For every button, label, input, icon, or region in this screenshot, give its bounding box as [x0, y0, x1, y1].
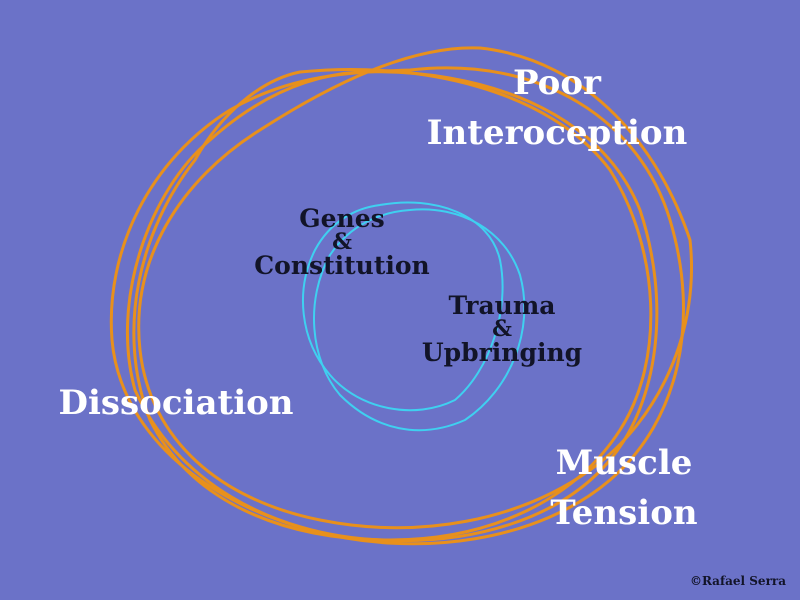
label-poor-interoception-line1: Poor — [513, 63, 601, 103]
label-muscle-tension: Muscle Tension — [540, 446, 708, 530]
label-genes-line3: Constitution — [254, 251, 430, 280]
inner-loop-1 — [313, 208, 526, 432]
label-poor-interoception: Poor Interoception — [418, 66, 696, 150]
label-dissociation: Dissociation — [58, 383, 294, 423]
label-trauma-upbringing: Trauma & Upbringing — [408, 293, 596, 365]
label-trauma-amp: & — [492, 316, 512, 342]
outer-loop-4 — [132, 67, 653, 542]
label-genes-line1: Genes — [299, 204, 385, 233]
label-muscle-tension-line2: Tension — [550, 493, 698, 533]
label-trauma-line1: Trauma — [448, 291, 556, 320]
label-muscle-tension-line1: Muscle — [555, 443, 693, 483]
label-genes-constitution: Genes & Constitution — [238, 206, 446, 278]
outer-loop-2 — [137, 46, 693, 530]
label-trauma-line3: Upbringing — [421, 338, 583, 367]
label-poor-interoception-line2: Interoception — [426, 113, 688, 153]
copyright-credit: ©Rafael Serra — [689, 574, 786, 588]
label-genes-amp: & — [332, 229, 352, 255]
inner-loop-2 — [302, 201, 504, 412]
